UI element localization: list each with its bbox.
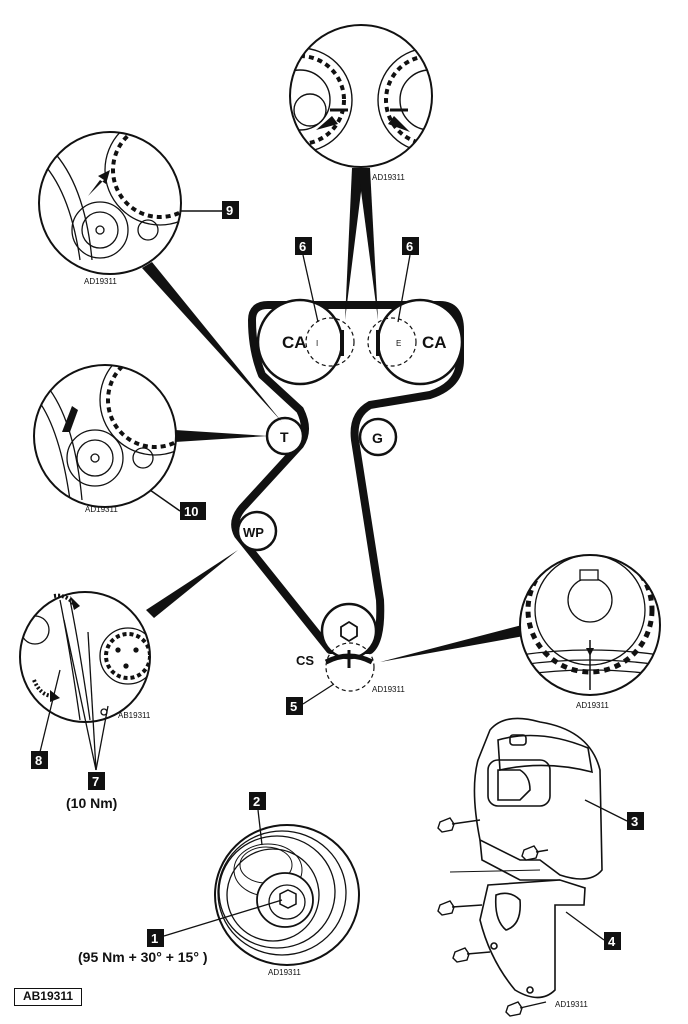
water-pump-pulley: WP xyxy=(236,510,278,552)
top-detail-camshaft-marks: AD19311 xyxy=(289,24,433,182)
crankshaft-label: CS xyxy=(296,653,314,668)
detail-water-pump-area: AB19311 xyxy=(19,591,151,723)
torque-item-7: (10 Nm) xyxy=(66,795,117,811)
detail-9-tensioner: AD19311 xyxy=(38,131,182,286)
covers-code: AD19311 xyxy=(555,1000,588,1009)
callout-7: 7 xyxy=(92,774,99,789)
callout-4: 4 xyxy=(608,934,616,949)
timing-belt xyxy=(231,301,464,654)
ca-intake-label: CA xyxy=(282,333,307,352)
intake-mark-circle xyxy=(305,317,355,367)
intake-camshaft-pulley: CA xyxy=(256,298,344,386)
detail-10-code: AD19311 xyxy=(85,505,118,514)
lower-timing-cover xyxy=(479,879,586,999)
pulley-code: AD19311 xyxy=(268,968,301,977)
tensioner-pulley: T xyxy=(265,416,305,456)
exhaust-mark-letter: E xyxy=(396,339,401,348)
callout-5: 5 xyxy=(290,699,297,714)
upper-timing-cover xyxy=(473,717,603,881)
intake-mark-letter: I xyxy=(316,339,318,348)
tensioner-label: T xyxy=(280,429,289,445)
callout-2: 2 xyxy=(253,794,260,809)
crankshaft-pulley: AD19311 xyxy=(214,824,360,977)
torque-item-1: (95 Nm + 30° + 15° ) xyxy=(78,949,208,965)
callout-9: 9 xyxy=(226,203,233,218)
callout-6-right: 6 xyxy=(406,239,413,254)
detail-crankshaft-mark: AD19311 xyxy=(519,554,661,710)
detail-left-code: AB19311 xyxy=(118,711,151,720)
guide-label: G xyxy=(372,430,383,446)
exhaust-camshaft-pulley: CA xyxy=(376,298,464,386)
detail-10-tensioner: AD19311 xyxy=(33,364,177,514)
ca-exhaust-label: CA xyxy=(422,333,447,352)
water-pump-label: WP xyxy=(243,525,264,540)
exhaust-mark-circle xyxy=(367,317,417,367)
callout-6-left: 6 xyxy=(299,239,306,254)
guide-pulley: G xyxy=(358,417,398,457)
top-detail-code: AD19311 xyxy=(372,173,405,182)
figure-reference: AB19311 xyxy=(14,988,82,1006)
crank-mark-code: AD19311 xyxy=(372,685,405,694)
callout-3: 3 xyxy=(631,814,638,829)
right-detail-code: AD19311 xyxy=(576,701,609,710)
cover-bolts xyxy=(437,817,549,1017)
callout-10: 10 xyxy=(184,504,198,519)
callout-1: 1 xyxy=(151,931,158,946)
detail-9-code: AD19311 xyxy=(84,277,117,286)
crankshaft-sprocket: CS AD19311 xyxy=(296,602,405,694)
callout-8: 8 xyxy=(35,753,42,768)
